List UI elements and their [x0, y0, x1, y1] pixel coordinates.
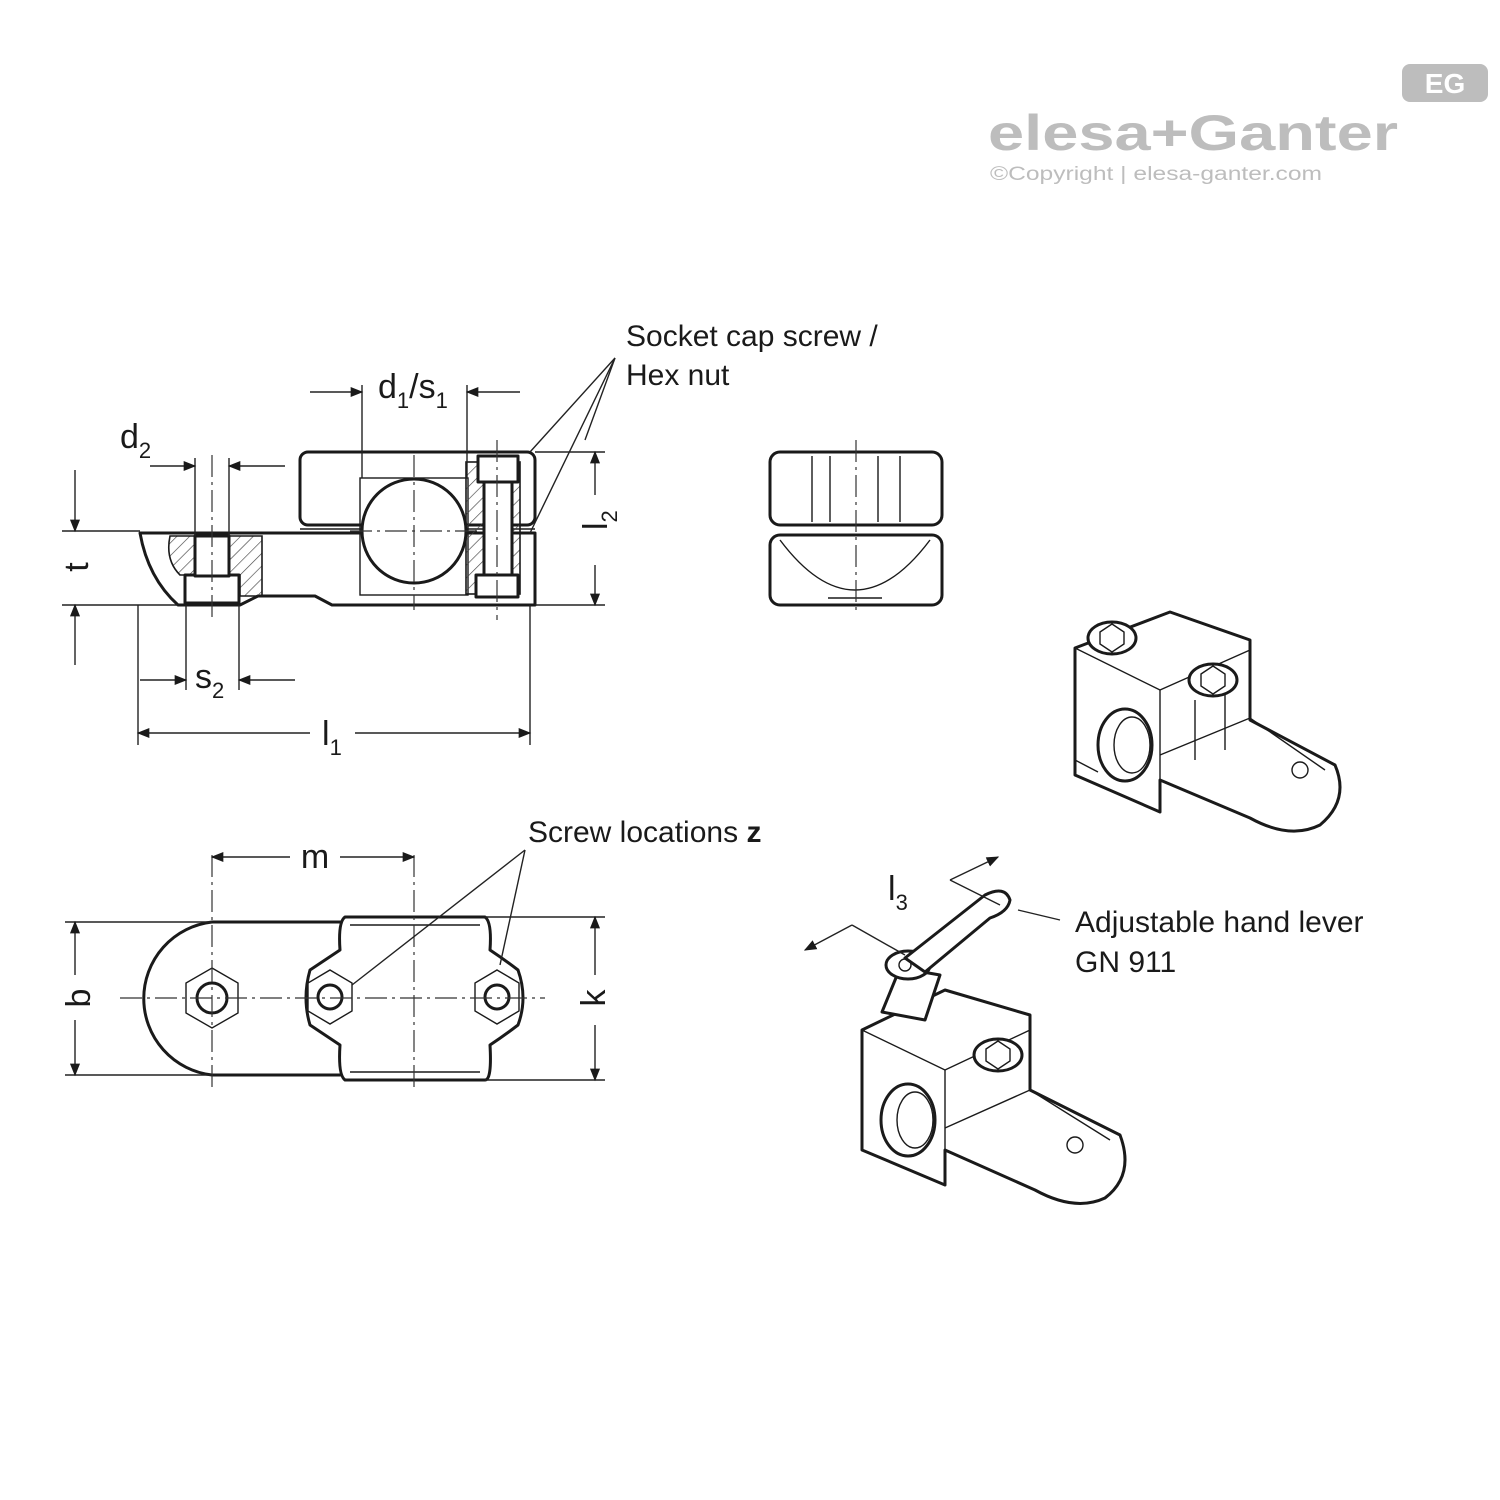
dim-k-label: k [575, 989, 613, 1007]
isometric-view-with-hand-lever [860, 889, 1127, 1205]
end-view [768, 440, 944, 615]
logo-badge-text: EG [1425, 68, 1465, 99]
logo-badge [1402, 64, 1488, 102]
dim-l2-label: l2 [577, 510, 622, 530]
hex-nut-label: Hex nut [626, 359, 730, 392]
logo-brand-text: elesa+Ganter [988, 105, 1398, 161]
top-view [120, 855, 545, 1090]
dim-d1-s1-label: d1/s1 [378, 368, 448, 413]
dim-m-label: m [301, 838, 329, 876]
dim-d2-label: d2 [120, 418, 151, 463]
hand-lever-model-label: GN 911 [1075, 946, 1176, 979]
dim-t-label: t [58, 562, 96, 572]
dim-s2-label: s2 [195, 658, 224, 703]
side-view-dimensions [62, 357, 616, 745]
dim-l3-label: l3 [888, 870, 908, 915]
dim-l1-label: l1 [322, 715, 342, 760]
side-view-dimension-labels: t d2 s2 l1 d1/s1 l2 Socket cap screw / H… [58, 320, 878, 760]
logo-copyright-text: ©Copyright | elesa-ganter.com [990, 164, 1322, 185]
screw-locations-label: Screw locations z [528, 816, 761, 849]
isometric-view-clamp [1073, 610, 1342, 833]
hand-lever-label: Adjustable hand lever [1075, 906, 1364, 939]
dim-b-label: b [60, 989, 98, 1008]
elesa-ganter-logo: EG elesa+Ganter ©Copyright | elesa-gante… [988, 64, 1488, 185]
top-view-dimension-labels: m b k Screw locations z [60, 816, 761, 1007]
lever-dimensions [803, 856, 1061, 956]
top-view-dimensions [65, 849, 605, 1082]
lever-labels: l3 Adjustable hand lever GN 911 [888, 870, 1364, 979]
side-section-view [138, 440, 537, 620]
socket-cap-screw-label: Socket cap screw / [626, 320, 878, 353]
